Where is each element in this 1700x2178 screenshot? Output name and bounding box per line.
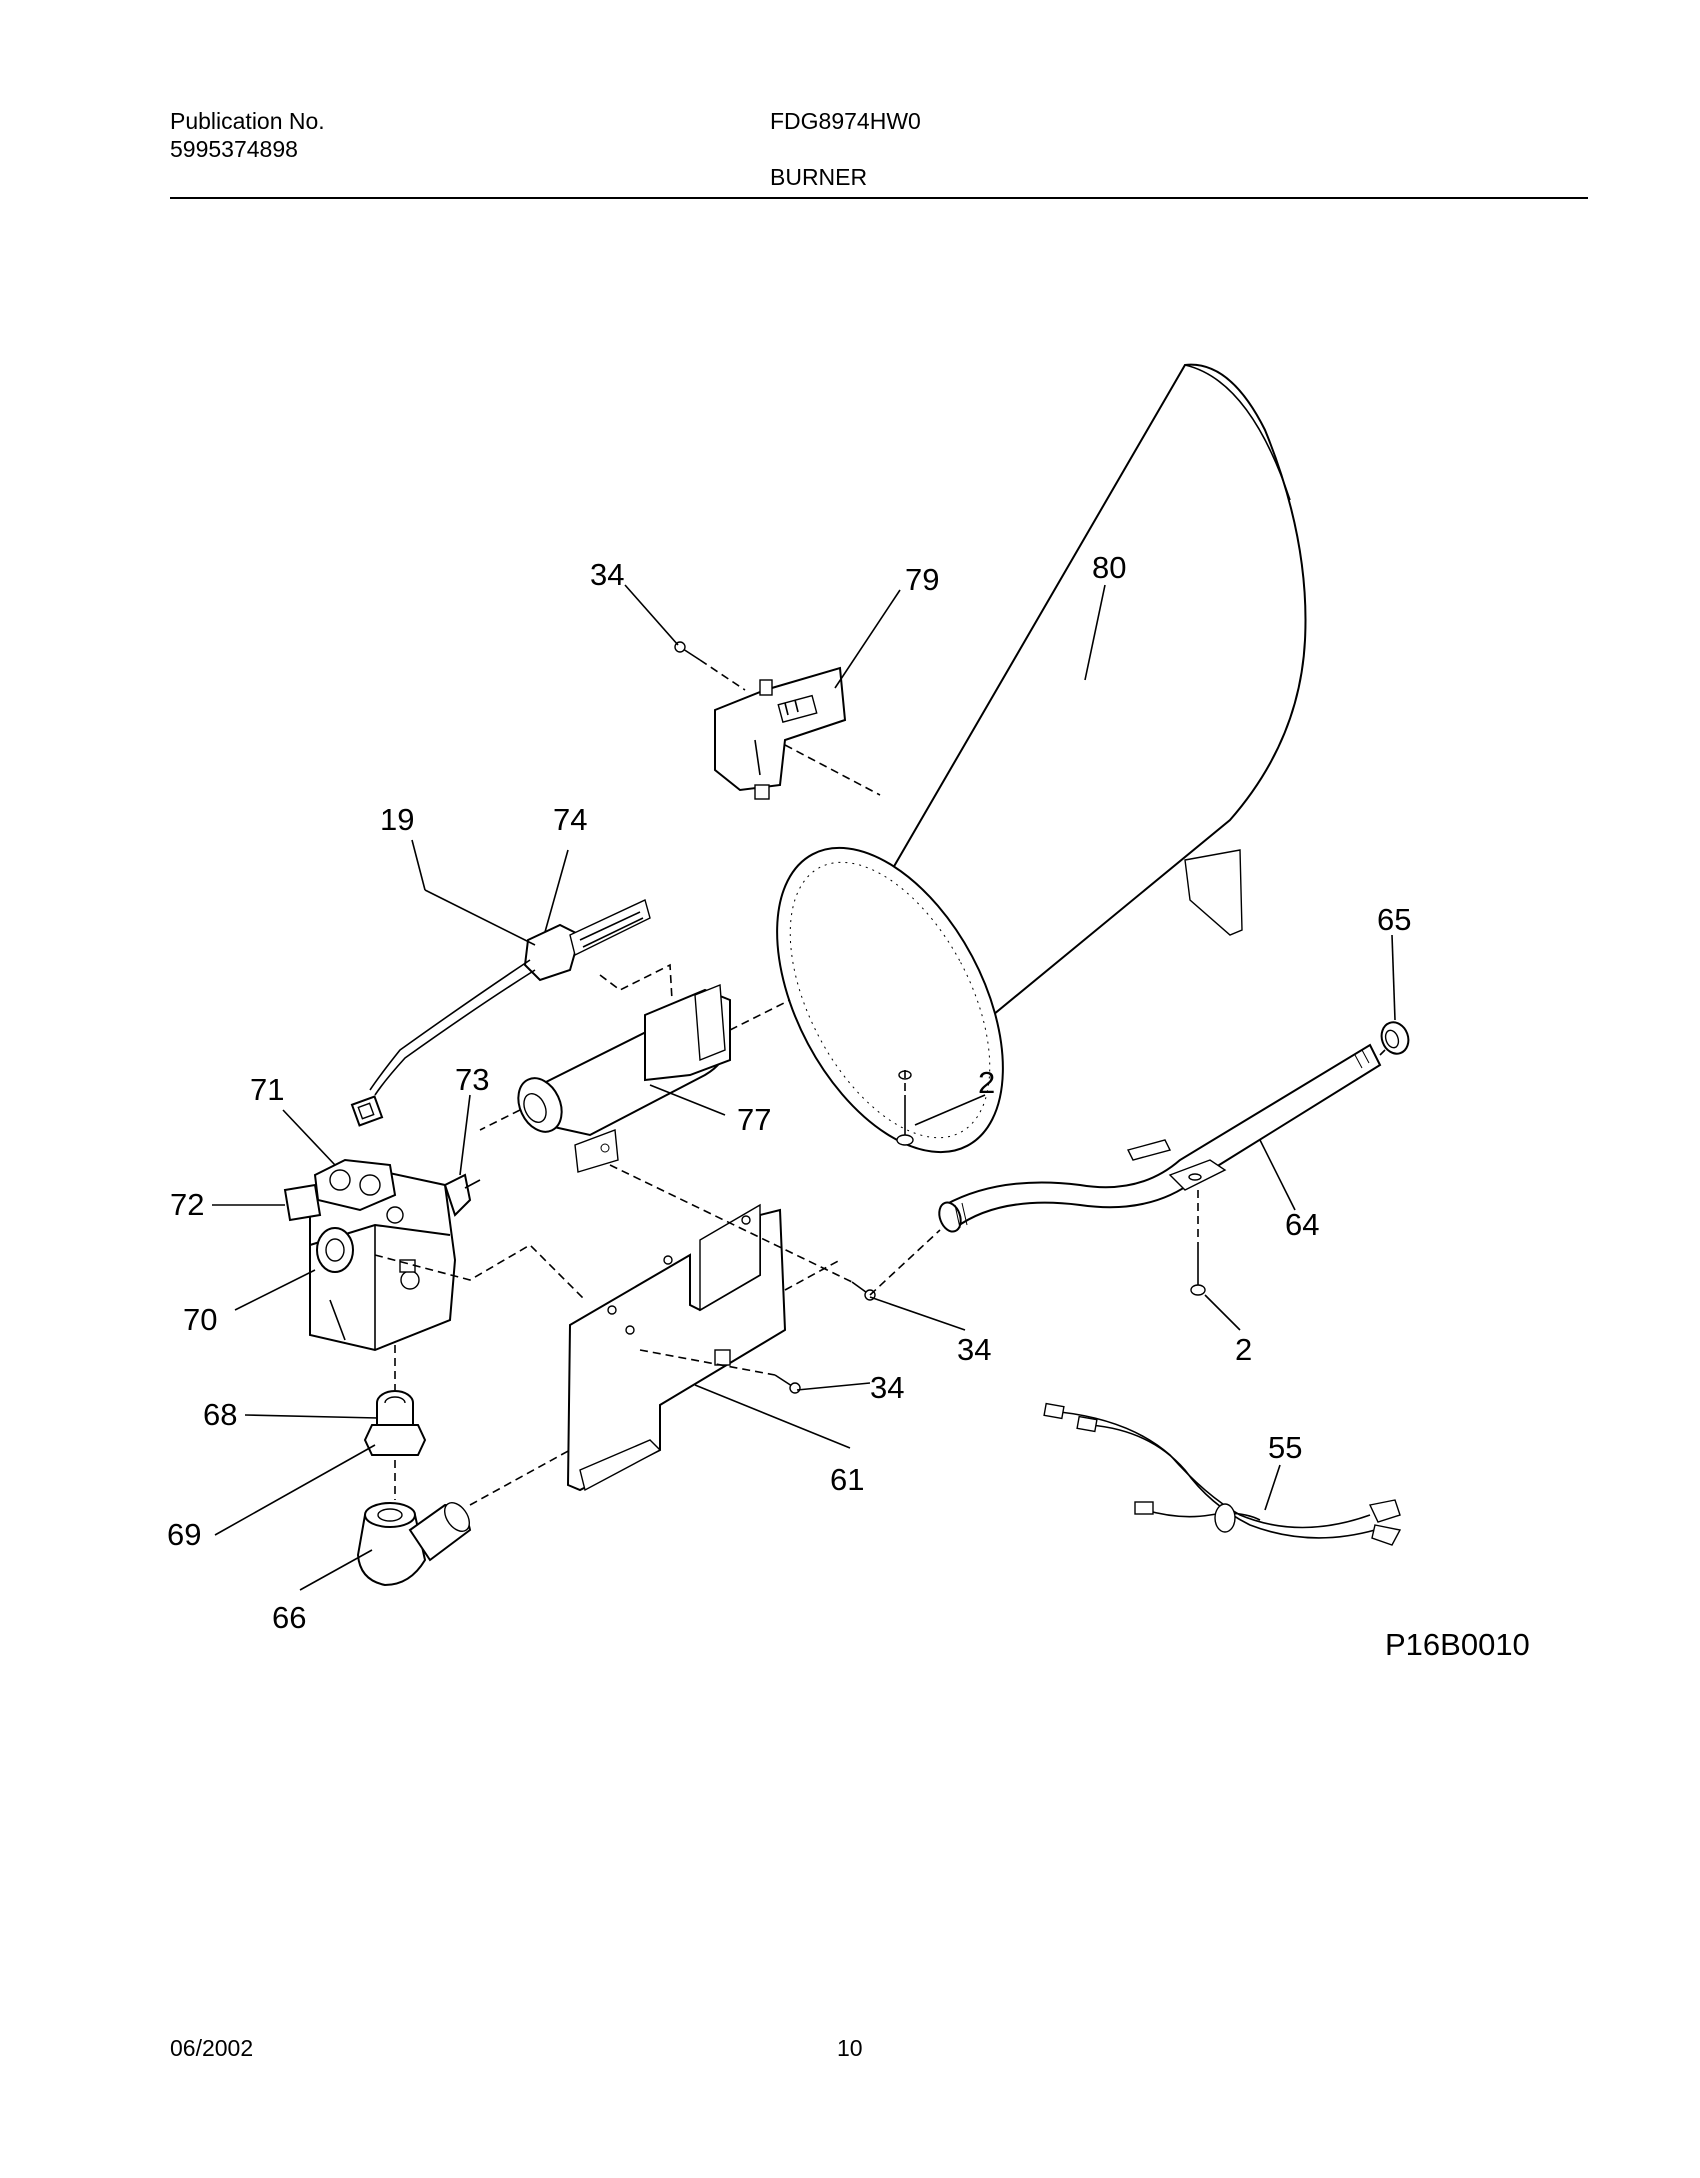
part-34-screw-low (774, 1374, 801, 1394)
callout-71: 71 (250, 1072, 284, 1107)
callout-2-pipe: 2 (1235, 1332, 1252, 1367)
footer-page-number: 10 (837, 2035, 863, 2061)
callout-19: 19 (380, 802, 414, 837)
assembly-dashed-lines (374, 659, 1386, 1506)
callout-80: 80 (1092, 550, 1126, 585)
part-61-burner-bracket (566, 1203, 787, 1492)
callout-69: 69 (167, 1517, 201, 1552)
callout-70: 70 (183, 1302, 217, 1337)
callout-61: 61 (830, 1462, 864, 1497)
footer-date: 06/2002 (170, 2035, 254, 2061)
part-64-gas-pipe (938, 1043, 1382, 1233)
part-74-igniter (523, 899, 651, 982)
publication-label: Publication No. (170, 108, 325, 134)
callout-79: 79 (905, 562, 939, 597)
publication-number: 5995374898 (170, 136, 298, 162)
part-65-pipe-cap (1380, 1021, 1410, 1055)
part-68-fitting (376, 1390, 414, 1426)
callout-77: 77 (737, 1102, 771, 1137)
part-34-screw-top (674, 641, 701, 661)
part-19-igniter-lead (350, 959, 536, 1127)
part-80-burner-drum (776, 363, 1307, 1154)
part-66-elbow (356, 1501, 472, 1587)
callout-73: 73 (455, 1062, 489, 1097)
leader-lines (212, 584, 1396, 1591)
part-79-flame-sensor (714, 666, 847, 800)
part-2-screw-pipe (1190, 1245, 1206, 1296)
callout-labels: 34 79 80 19 74 65 71 73 77 2 72 64 70 34… (167, 550, 1530, 1662)
part-55-wire-harness (1043, 1402, 1402, 1546)
part-69-fitting-nut (363, 1424, 427, 1456)
part-2-screw-drum (896, 1095, 914, 1146)
callout-72: 72 (170, 1187, 204, 1222)
header-rule (170, 197, 1588, 199)
callout-55: 55 (1268, 1430, 1302, 1465)
figure-code: P16B0010 (1385, 1627, 1530, 1662)
part-77-burner-tube (517, 983, 731, 1173)
part-70-gas-valve (283, 1158, 481, 1352)
callout-68: 68 (203, 1397, 237, 1432)
callout-34-mid: 34 (957, 1332, 991, 1367)
callout-66: 66 (272, 1600, 306, 1635)
section-title: BURNER (770, 164, 868, 190)
callout-65: 65 (1377, 902, 1411, 937)
callout-34-low: 34 (870, 1370, 904, 1405)
model-number: FDG8974HW0 (770, 108, 921, 134)
callout-74: 74 (553, 802, 587, 837)
callout-64: 64 (1285, 1207, 1319, 1242)
callout-34-top: 34 (590, 557, 624, 592)
callout-2-drum: 2 (978, 1065, 995, 1100)
